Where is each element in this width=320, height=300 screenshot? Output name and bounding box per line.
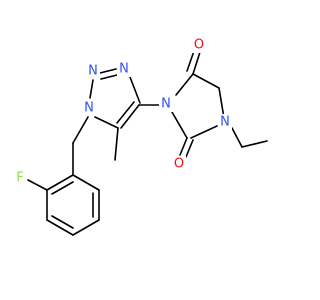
- bond-aryl-6: [46, 174, 74, 191]
- bond-n5-c-bottom: [190, 125, 218, 139]
- bond-ch2-n5: [218, 87, 225, 119]
- bond-triazole-n3-c4: [129, 76, 141, 104]
- atom-o1: O: [192, 37, 206, 53]
- atom-f1: F: [13, 170, 27, 186]
- molecule-structure-diagram: N N N N N O O F: [13, 37, 268, 236]
- atom-o2-label: O: [174, 157, 184, 172]
- bond-aryl-4: [46, 219, 74, 236]
- bond-n5-ethyl: [231, 127, 243, 148]
- atom-n4: N: [159, 96, 173, 112]
- bond-n4-c-top: [175, 73, 194, 96]
- bond-ethyl-ch3: [241, 140, 268, 148]
- bond-triazole-c4-c5-double-a: [120, 104, 140, 129]
- atom-n3: N: [117, 61, 131, 77]
- bond-aryl-6-inner: [51, 181, 74, 195]
- bond-co-bottom-b: [185, 139, 194, 158]
- bond-co-top-b: [186, 50, 195, 72]
- atom-n1: N: [82, 100, 96, 116]
- atom-o1-label: O: [194, 38, 204, 53]
- bond-triazole-n2-n3-double-a: [99, 68, 117, 74]
- atom-n5-label: N: [220, 115, 230, 130]
- atom-f1-label: F: [16, 171, 23, 186]
- atom-n2: N: [86, 63, 100, 79]
- bond-skeleton: [27, 50, 268, 236]
- bond-c-bottom-n4: [171, 111, 188, 139]
- atom-n3-label: N: [119, 62, 129, 77]
- atom-o2: O: [172, 156, 186, 172]
- bond-triazole-c4-c5-double-b: [116, 101, 135, 124]
- atom-n1-label: N: [84, 101, 94, 116]
- bond-triazole-c5-n1: [94, 116, 119, 129]
- atom-n4-label: N: [161, 97, 171, 112]
- bond-triazole-n1-n2: [89, 79, 94, 99]
- bond-n1-ch2: [72, 116, 89, 144]
- bond-triazole-n2-n3-double-b: [100, 74, 118, 80]
- atom-n5: N: [218, 114, 232, 130]
- bond-aryl-1: [72, 174, 100, 191]
- atom-labels: N N N N N O O F: [13, 37, 232, 186]
- bond-aryl-4-inner: [51, 215, 74, 229]
- bond-c-top-ch2: [192, 73, 220, 89]
- bond-methyl: [114, 127, 119, 161]
- bond-aryl-3: [72, 219, 100, 236]
- bond-co-bottom-a: [179, 137, 188, 156]
- bond-c-f: [27, 179, 48, 191]
- bond-co-top-a: [192, 51, 201, 75]
- atom-n2-label: N: [88, 64, 98, 79]
